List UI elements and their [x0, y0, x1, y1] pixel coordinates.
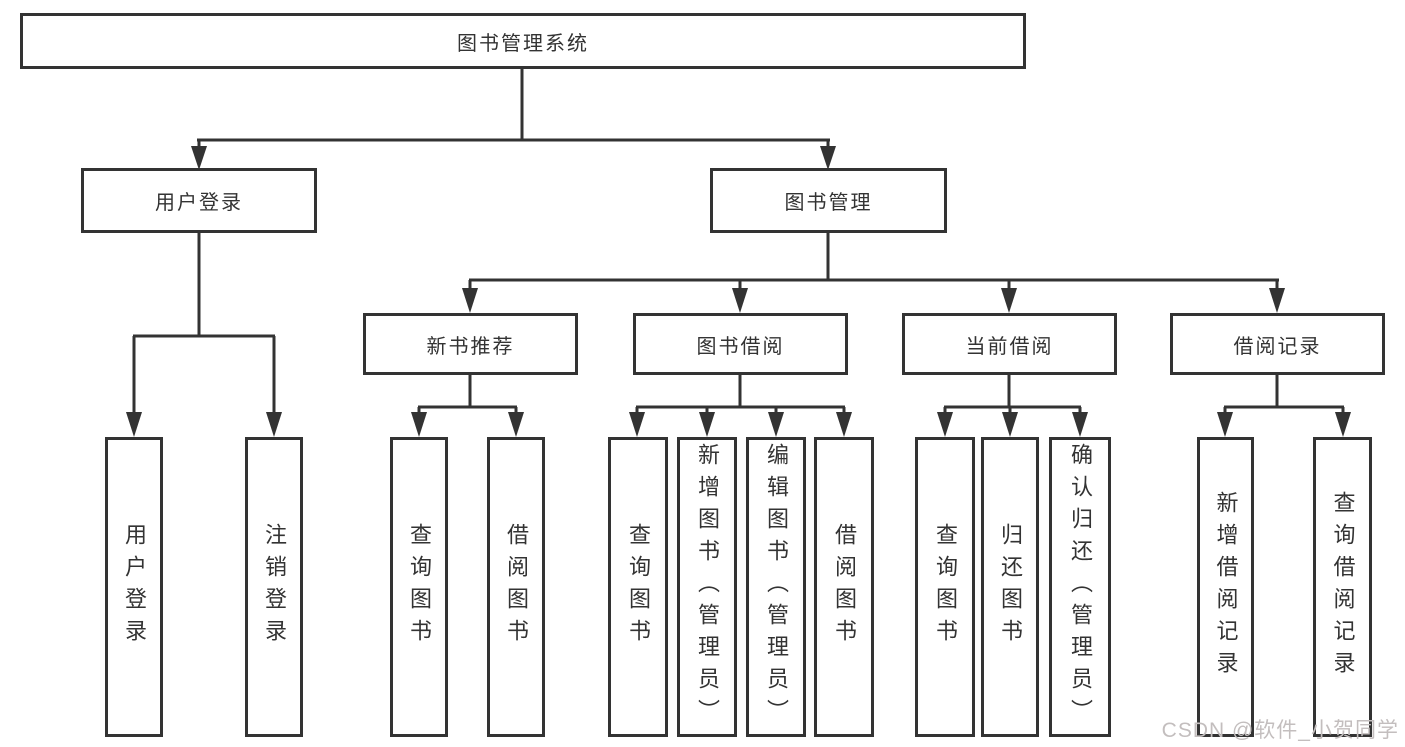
node-leaf-add-borrow-record: 新增借阅记录 [1197, 437, 1254, 737]
node-leaf-borrow-books: 借阅图书 [814, 437, 874, 737]
connector-user-login [126, 233, 282, 437]
node-leaf-add-book-admin: 新增图书（管理员） [677, 437, 737, 737]
node-leaf-query-books-recommend: 查询图书 [390, 437, 448, 737]
node-label: 新增借阅记录 [1213, 491, 1239, 683]
node-root-system: 图书管理系统 [20, 13, 1026, 69]
node-label: 借阅图书 [832, 523, 857, 651]
node-label: 图书借阅 [696, 335, 785, 358]
connector-borrow-records [1217, 375, 1351, 437]
node-leaf-confirm-return-admin: 确认归还（管理员） [1049, 437, 1111, 737]
node-label: 用户登录 [155, 192, 243, 214]
node-label: 借阅记录 [1233, 335, 1322, 358]
node-leaf-user-login: 用户登录 [105, 437, 163, 737]
node-leaf-query-books-borrow: 查询图书 [608, 437, 668, 737]
node-label: 注销登录 [262, 523, 287, 651]
connector-new-book-recommend [411, 375, 524, 437]
node-book-management: 图书管理 [710, 168, 947, 233]
csdn-watermark: CSDN @软件_小贺同学 [1161, 719, 1399, 742]
node-label: 新书推荐 [426, 335, 515, 358]
node-leaf-return-book: 归还图书 [981, 437, 1039, 737]
node-label: 图书管理系统 [457, 32, 589, 55]
node-leaf-borrow-books-recommend: 借阅图书 [487, 437, 545, 737]
node-borrow-records: 借阅记录 [1170, 313, 1385, 375]
node-user-login: 用户登录 [81, 168, 317, 233]
node-label: 编辑图书（管理员） [764, 443, 789, 731]
node-label: 确认归还（管理员） [1068, 443, 1093, 731]
node-new-book-recommend: 新书推荐 [363, 313, 578, 375]
connector-current-borrow [937, 375, 1088, 437]
connector-root [191, 68, 836, 170]
node-leaf-query-borrow-record: 查询借阅记录 [1313, 437, 1372, 737]
node-label: 查询图书 [933, 523, 958, 651]
node-label: 查询图书 [407, 523, 432, 651]
node-leaf-edit-book-admin: 编辑图书（管理员） [746, 437, 806, 737]
connector-book-management [462, 233, 1285, 313]
node-label: 查询图书 [626, 523, 651, 651]
node-leaf-logout: 注销登录 [245, 437, 303, 737]
node-label: 图书管理 [784, 192, 873, 214]
node-book-borrow: 图书借阅 [633, 313, 848, 375]
node-current-borrow: 当前借阅 [902, 313, 1117, 375]
node-label: 当前借阅 [965, 335, 1054, 358]
node-label: 新增图书（管理员） [695, 443, 720, 731]
connector-book-borrow [629, 375, 852, 437]
node-label: 查询借阅记录 [1330, 491, 1356, 683]
node-label: 借阅图书 [504, 523, 529, 651]
node-label: 用户登录 [122, 523, 147, 651]
node-leaf-query-books-current: 查询图书 [915, 437, 975, 737]
node-label: 归还图书 [998, 523, 1023, 651]
